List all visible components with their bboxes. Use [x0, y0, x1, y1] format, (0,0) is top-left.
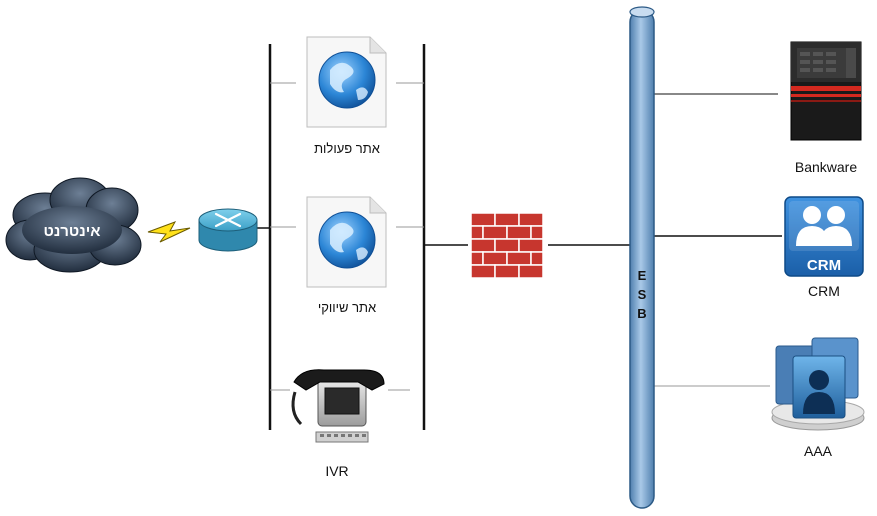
bankware-label: Bankware: [795, 159, 857, 175]
lightning-bolt-icon: [147, 221, 191, 243]
crm-badge-text: CRM: [807, 257, 841, 274]
firewall-icon[interactable]: [470, 212, 544, 279]
bankware-node[interactable]: Bankware: [790, 41, 862, 175]
site-actions-label: אתר פעולות: [314, 141, 380, 156]
esb-letter-e: E: [638, 268, 647, 283]
connectors: [255, 44, 782, 430]
site-actions-node[interactable]: אתר פעולות: [306, 36, 387, 156]
crm-node[interactable]: CRM CRM: [784, 196, 864, 299]
web-page-globe-icon: [306, 196, 387, 288]
crm-users-icon: CRM: [784, 196, 864, 277]
user-identity-icon: [771, 337, 865, 431]
ivr-node[interactable]: IVR: [291, 369, 385, 479]
esb-bus[interactable]: E S B: [629, 6, 655, 509]
server-icon: [790, 41, 862, 141]
esb-letter-b: B: [637, 306, 646, 321]
aaa-label: AAA: [804, 443, 833, 459]
crm-label: CRM: [808, 283, 840, 299]
esb-letter-s: S: [638, 287, 647, 302]
internet-label: אינטרנט: [44, 223, 101, 240]
cloud-icon: [5, 177, 142, 273]
web-page-globe-icon: [306, 36, 387, 128]
telephone-icon: [291, 369, 385, 443]
site-marketing-node[interactable]: אתר שיווקי: [306, 196, 387, 315]
router-icon[interactable]: [198, 208, 258, 252]
internet-cloud[interactable]: אינטרנט: [5, 177, 142, 273]
site-marketing-label: אתר שיווקי: [318, 300, 376, 315]
ivr-label: IVR: [325, 463, 348, 479]
aaa-node[interactable]: AAA: [771, 337, 865, 459]
